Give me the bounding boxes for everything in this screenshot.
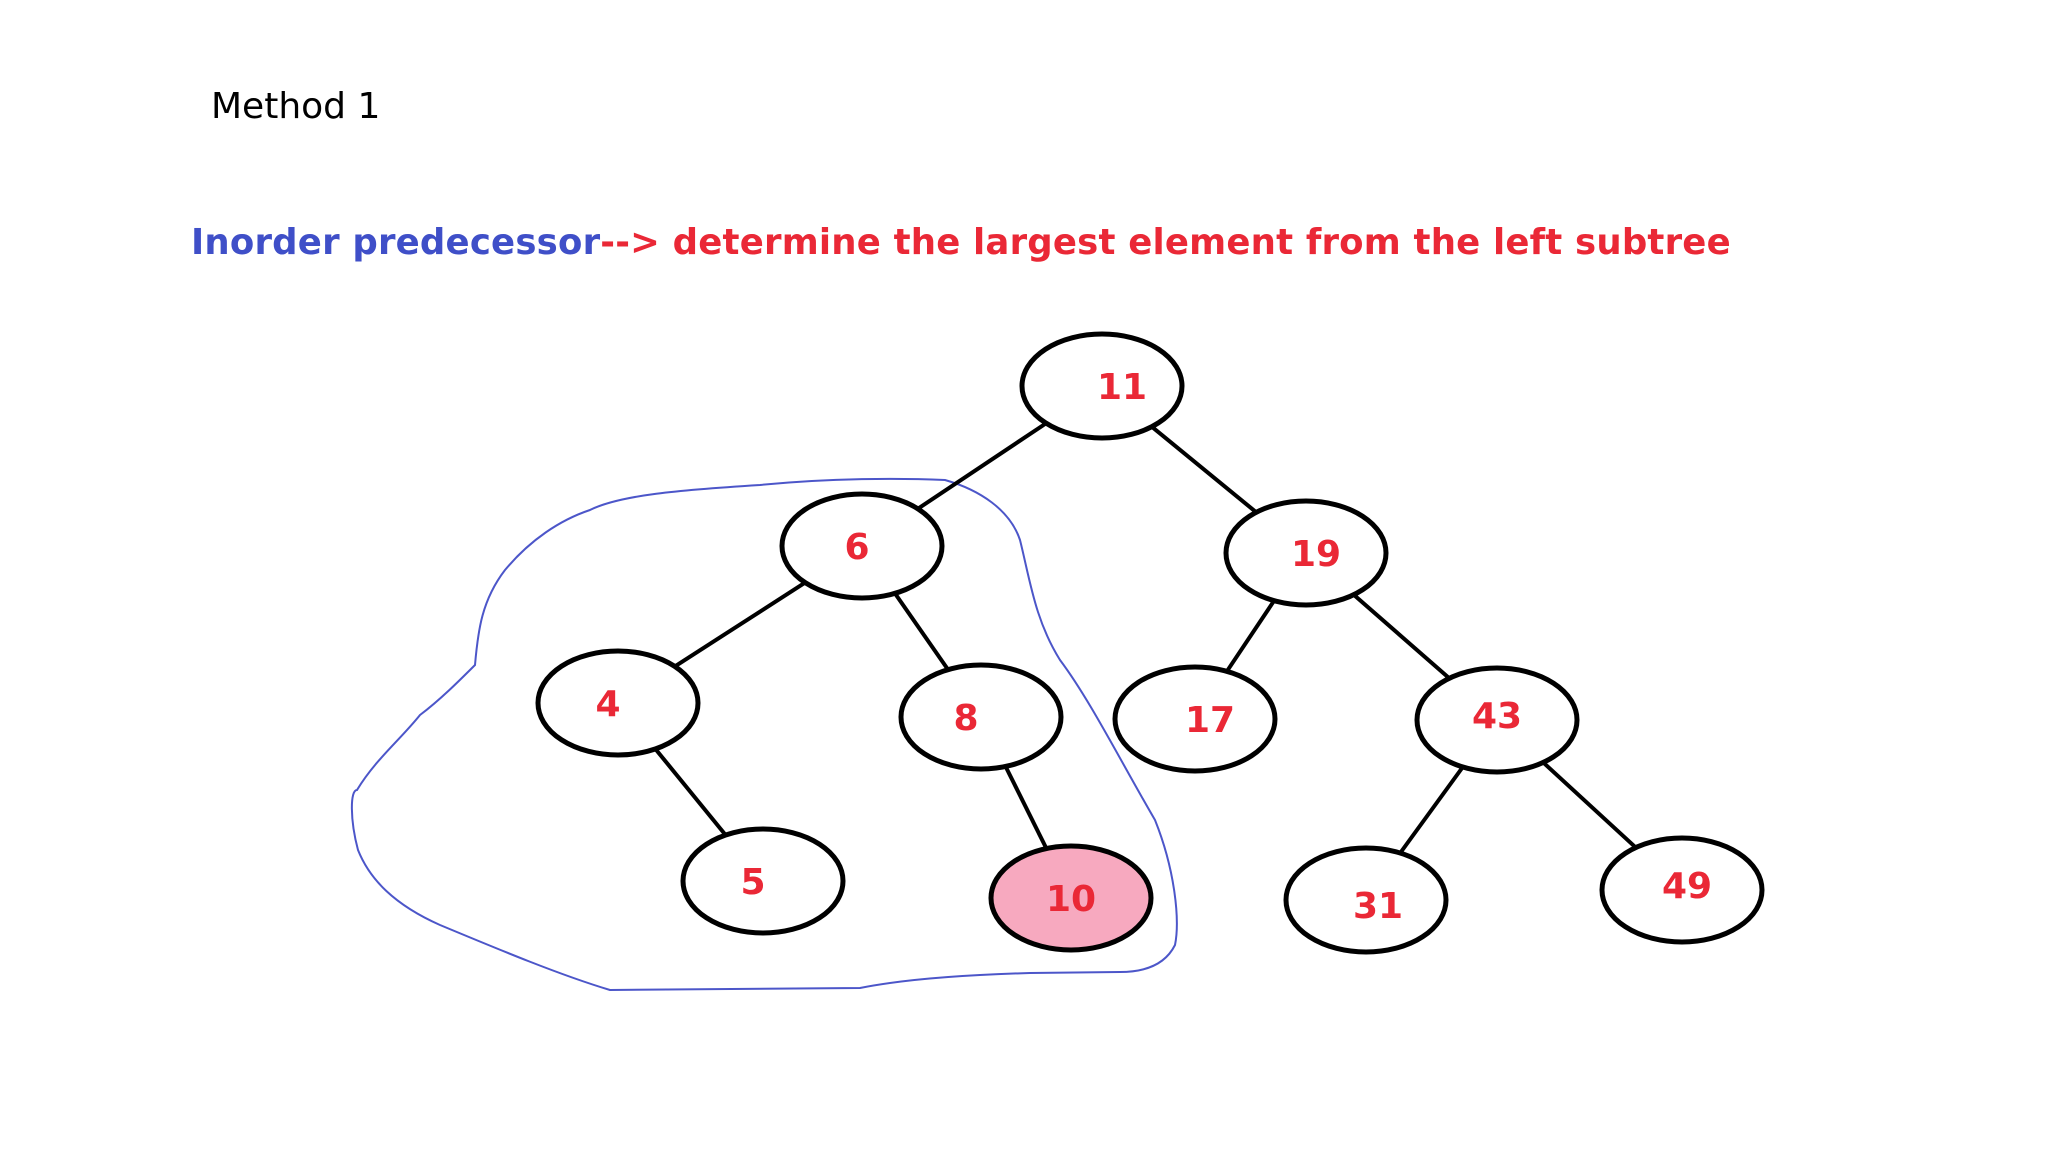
- node-label: 49: [1662, 866, 1712, 907]
- node-circle: [680, 826, 846, 936]
- node-label: 6: [844, 527, 869, 568]
- edge-n11-n19: [1150, 425, 1258, 514]
- node-label: 4: [595, 684, 620, 725]
- method-label: Method 1: [211, 86, 381, 127]
- node-circle: [898, 662, 1064, 772]
- tree-node-10: 10: [988, 843, 1154, 953]
- edge-n19-n17: [1225, 599, 1276, 673]
- tree-node-49: 49: [1599, 835, 1765, 945]
- edge-n43-n49: [1541, 760, 1638, 850]
- node-label: 31: [1353, 886, 1403, 927]
- headline-definition: --> determine the largest element from t…: [600, 222, 1731, 263]
- node-label: 8: [953, 698, 978, 739]
- node-circle: [1223, 498, 1389, 608]
- node-label: 43: [1472, 696, 1522, 737]
- node-circle: [988, 843, 1154, 953]
- headline: Inorder predecessor--> determine the lar…: [191, 222, 1731, 263]
- tree-node-31: 31: [1283, 845, 1449, 955]
- tree-node-5: 5: [680, 826, 846, 936]
- node-label: 11: [1097, 367, 1147, 408]
- node-circle: [1599, 835, 1765, 945]
- node-label: 5: [740, 862, 765, 903]
- tree-edges: [653, 421, 1638, 855]
- node-circle: [779, 491, 945, 601]
- headline-term: Inorder predecessor: [191, 222, 601, 263]
- edge-n19-n43: [1352, 593, 1451, 680]
- edge-n8-n10: [1003, 765, 1049, 850]
- node-circle: [1414, 665, 1580, 775]
- left-subtree-outline: [350, 477, 1178, 992]
- node-circle: [1019, 331, 1185, 441]
- tree-node-6: 6: [779, 491, 945, 601]
- node-label: 17: [1185, 700, 1235, 741]
- node-circle: [535, 648, 701, 758]
- tree-node-8: 8: [898, 662, 1064, 772]
- edge-n6-n8: [893, 592, 950, 671]
- tree-node-11: 11: [1019, 331, 1185, 441]
- tree-node-4: 4: [535, 648, 701, 758]
- node-circle: [1112, 664, 1278, 774]
- edge-n43-n31: [1398, 765, 1465, 855]
- node-label: 10: [1046, 879, 1096, 920]
- edge-n11-n6: [916, 421, 1048, 511]
- tree-node-17: 17: [1112, 664, 1278, 774]
- node-circle: [1283, 845, 1449, 955]
- node-label: 19: [1291, 534, 1341, 575]
- edge-n4-n5: [653, 747, 728, 837]
- tree-node-43: 43: [1414, 665, 1580, 775]
- edge-n6-n4: [673, 580, 807, 669]
- tree-node-19: 19: [1223, 498, 1389, 608]
- tree-nodes: 11 6 19 4 8 17 43 5 10 31 49: [535, 331, 1765, 955]
